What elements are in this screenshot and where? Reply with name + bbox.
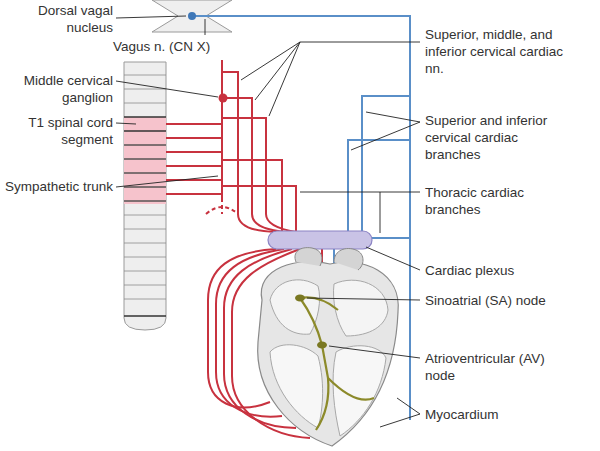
heart-part xyxy=(334,280,389,336)
node-label: Atrioventricular (AV) node xyxy=(425,350,575,384)
conduction-system-part xyxy=(300,298,328,430)
node-label: Sinoatrial (SA) node xyxy=(425,292,575,309)
conduction-system-part xyxy=(300,298,338,311)
vagal-fibers-part xyxy=(362,96,410,231)
leader-lines-part xyxy=(307,298,420,300)
segment-line xyxy=(124,187,166,188)
segment-line xyxy=(124,159,166,160)
sympathetic-fibers-part xyxy=(166,193,222,195)
sa-node xyxy=(295,295,305,302)
cardiac-plexus xyxy=(268,231,372,249)
sympathetic-fibers-part xyxy=(221,60,223,198)
sympathetic-fibers-part xyxy=(166,151,222,153)
spinal-cord-part xyxy=(124,62,166,330)
trunk-label: Sympathetic trunk xyxy=(3,178,113,195)
segment-line xyxy=(124,229,166,230)
leader-lines xyxy=(116,16,420,427)
plexus-label: Cardiac plexus xyxy=(425,262,575,279)
segment-line xyxy=(124,201,166,202)
segment-line xyxy=(124,145,166,146)
segment-line xyxy=(124,173,166,174)
spinal-cord-part xyxy=(124,117,166,204)
heart-part xyxy=(295,248,322,266)
branch-label: Thoracic cardiac branches xyxy=(425,184,575,218)
heart-part xyxy=(258,262,399,446)
nerve-label: Vagus n. (CN X) xyxy=(113,38,243,55)
segment-line xyxy=(124,159,166,160)
conduction-system-part xyxy=(328,378,374,400)
leader-lines-part xyxy=(116,123,136,124)
leader-lines-part xyxy=(116,16,186,18)
vagal-fibers-part xyxy=(372,237,410,239)
segment-line xyxy=(124,215,166,216)
spinal-cord-part xyxy=(124,130,166,132)
leader-lines-part xyxy=(116,176,218,187)
leader-lines-part xyxy=(300,192,420,233)
heart-part xyxy=(270,280,320,334)
nerve-label: Superior, middle, and inferior cervical … xyxy=(425,26,575,77)
sympathetic-fibers-part xyxy=(206,207,238,214)
tissue-label: Myocardium xyxy=(425,406,575,423)
segment-line xyxy=(124,257,166,258)
segment-label: T1 spinal cord segment xyxy=(3,114,113,148)
sympathetic-fibers-part xyxy=(222,186,296,232)
segment-line xyxy=(124,145,166,146)
av-node xyxy=(317,342,327,349)
sympathetic-fibers-part xyxy=(221,198,223,214)
segment-line xyxy=(124,285,166,286)
ganglion-label: Middle cervical ganglion xyxy=(3,72,113,106)
branch-label: Superior and inferior cervical cardiac b… xyxy=(425,112,575,163)
leader-lines-part xyxy=(116,81,218,97)
leader-lines-part xyxy=(366,247,420,270)
conduction-system xyxy=(300,298,374,431)
segment-line xyxy=(124,89,166,90)
sympathetic-fibers-part xyxy=(166,123,222,125)
segment-line xyxy=(124,243,166,244)
sympathetic-fibers-part xyxy=(166,137,222,139)
segment-line xyxy=(124,75,166,76)
sympathetic-fibers-part xyxy=(222,160,282,232)
heart-part xyxy=(334,249,363,271)
nucleus-label: Dorsal vagal nucleus xyxy=(3,2,113,36)
segment-line xyxy=(124,187,166,188)
leader-lines-part xyxy=(380,398,420,427)
segment-line xyxy=(124,103,166,104)
leader-lines-part xyxy=(241,42,420,116)
segment-line xyxy=(124,271,166,272)
heart-part xyxy=(270,345,323,428)
segment-line xyxy=(124,201,166,202)
vagal-fibers-part xyxy=(348,140,410,231)
spinal-cord xyxy=(124,62,166,330)
nucleus-dot xyxy=(188,12,196,20)
segment-line xyxy=(124,299,166,300)
sympathetic-fibers-part xyxy=(222,118,296,232)
leader-lines-part xyxy=(329,346,420,358)
spinal-cord-part xyxy=(124,315,166,317)
leader-lines-part xyxy=(205,19,206,35)
leader-lines-part xyxy=(351,112,420,150)
segment-line xyxy=(124,173,166,174)
ganglion-dot xyxy=(219,94,228,103)
heart xyxy=(258,248,399,446)
sympathetic-fibers-part xyxy=(222,72,276,232)
heart-part xyxy=(333,346,386,436)
sympathetic-fibers-part xyxy=(166,165,222,167)
spinal-cord-part xyxy=(124,116,166,118)
